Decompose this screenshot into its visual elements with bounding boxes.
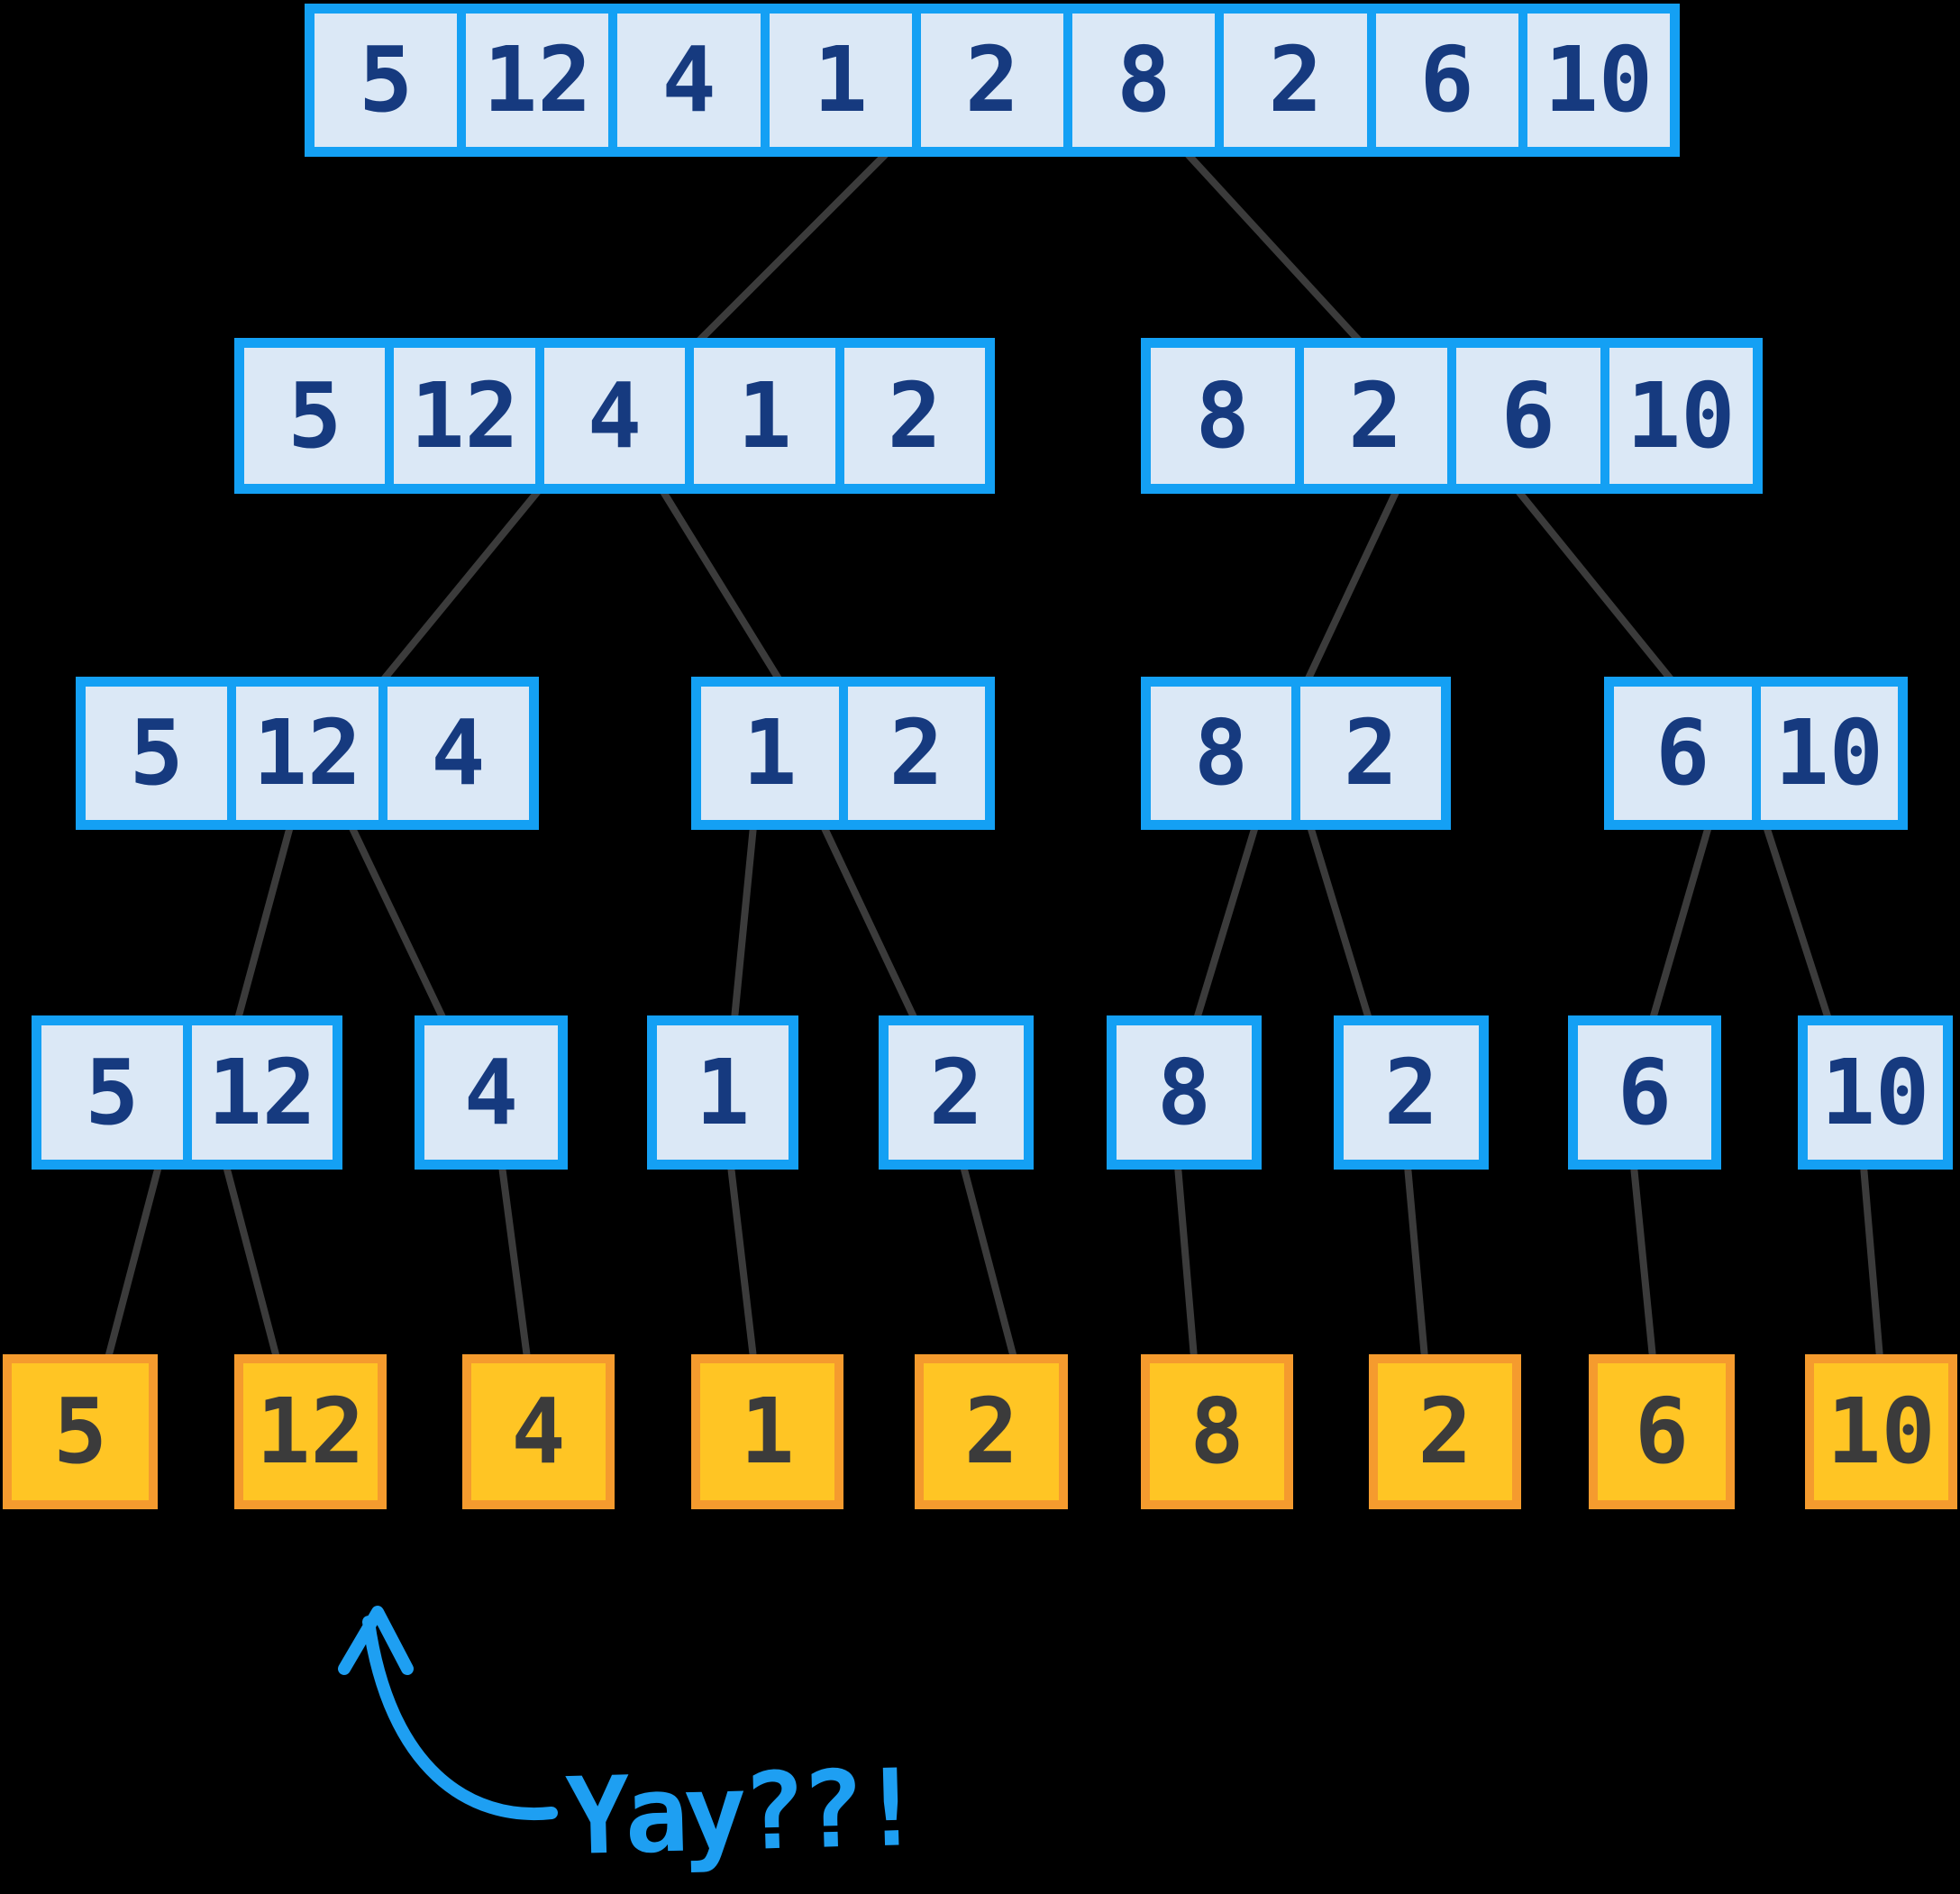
array-group-level-4-3: 2 [879,1015,1034,1170]
leaf-box-level-5-5: 8 [1141,1354,1293,1509]
array-cell: 12 [394,348,535,484]
curved-arrow-head [338,1606,414,1675]
array-group-level-4-7: 10 [1798,1015,1953,1170]
array-cell: 1 [694,348,835,484]
tree-edge [105,1162,162,1361]
tree-edge [379,487,542,684]
leaf-cell: 4 [471,1363,606,1500]
curved-arrow [362,1616,558,1820]
leaf-cell: 8 [1150,1363,1284,1500]
array-cell: 1 [769,14,912,147]
array-cell: 8 [1117,1025,1252,1160]
array-cell: 10 [1808,1025,1943,1160]
array-cell: 2 [843,348,986,484]
array-group-level-4-2: 1 [647,1015,798,1170]
tree-edge [1174,1162,1198,1361]
array-group-level-4-4: 8 [1107,1015,1262,1170]
leaf-box-level-5-2: 4 [462,1354,615,1509]
array-cell: 4 [543,348,686,484]
array-cell: 2 [1344,1025,1479,1160]
tree-edge [960,1162,1017,1361]
array-cell: 8 [1151,687,1291,820]
array-cell: 5 [86,687,228,820]
tree-edge [1514,487,1675,684]
array-cell: 10 [1527,14,1670,147]
leaf-box-level-5-8: 10 [1805,1354,1957,1509]
array-cell: 12 [191,1025,333,1160]
array-cell: 6 [1614,687,1752,820]
array-cell: 2 [889,1025,1024,1160]
array-cell: 2 [920,14,1064,147]
tree-edge [1630,1162,1656,1361]
tree-edge [694,150,890,346]
array-cell: 12 [466,14,609,147]
tree-edge [234,823,294,1023]
leaf-box-level-5-1: 12 [234,1354,387,1509]
leaf-box-level-5-7: 6 [1589,1354,1735,1509]
array-cell: 2 [847,687,985,820]
array-cell: 5 [41,1025,183,1160]
array-cell: 1 [657,1025,789,1160]
array-group-level-4-5: 2 [1334,1015,1489,1170]
leaf-cell: 1 [700,1363,834,1500]
leaf-box-level-5-3: 1 [691,1354,843,1509]
array-cell: 2 [1224,14,1367,147]
tree-edge [498,1162,531,1361]
leaf-box-level-5-6: 2 [1369,1354,1521,1509]
array-cell: 2 [1300,687,1441,820]
tree-edge [1649,823,1712,1023]
array-cell: 1 [701,687,839,820]
leaf-cell: 2 [924,1363,1059,1500]
tree-edge [1304,487,1400,684]
array-cell: 2 [1303,348,1447,484]
array-cell: 4 [617,14,761,147]
array-cell: 6 [1578,1025,1711,1160]
array-cell: 10 [1760,687,1898,820]
array-group-level-4-1: 4 [415,1015,568,1170]
tree-edge [1183,150,1364,346]
leaf-box-level-5-0: 5 [3,1354,158,1509]
tree-edge [727,1162,757,1361]
array-cell: 5 [244,348,386,484]
tree-edge [1193,823,1259,1023]
leaf-cell: 5 [12,1363,149,1500]
tree-edge [820,823,918,1023]
tree-edge [1860,1162,1883,1361]
array-cell: 5 [315,14,458,147]
tree-edge [1404,1162,1428,1361]
tree-edge [1763,823,1832,1023]
tree-edge [659,487,783,684]
tree-edge [731,823,757,1023]
tree-edges [105,150,1883,1361]
array-cell: 8 [1151,348,1295,484]
array-cell: 6 [1456,348,1600,484]
array-cell: 4 [424,1025,558,1160]
tree-edge [348,823,447,1023]
array-cell: 8 [1072,14,1216,147]
array-cell: 12 [236,687,378,820]
tree-edge [1307,823,1372,1023]
leaf-cell: 2 [1378,1363,1512,1500]
annotation-yay: Yay??! [564,1744,920,1880]
array-cell: 6 [1375,14,1518,147]
tree-edge [223,1162,280,1361]
leaf-box-level-5-4: 2 [915,1354,1068,1509]
leaf-cell: 6 [1598,1363,1726,1500]
array-cell: 10 [1609,348,1753,484]
array-group-level-4-6: 6 [1568,1015,1721,1170]
array-cell: 4 [387,687,529,820]
leaf-cell: 12 [243,1363,378,1500]
leaf-cell: 10 [1814,1363,1948,1500]
